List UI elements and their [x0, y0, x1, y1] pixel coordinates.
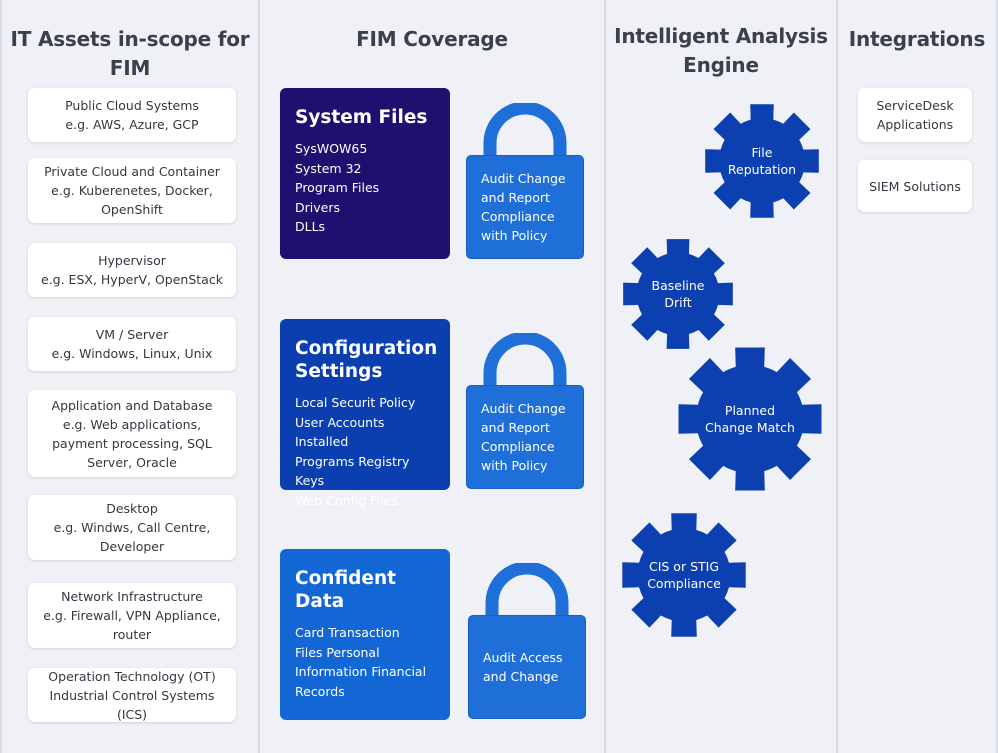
integrations-column: Integrations ServiceDesk Applications SI… — [838, 0, 998, 753]
coverage-card-title: Confident Data — [295, 568, 396, 612]
gear-file-reputation-icon: File Reputation — [704, 103, 820, 219]
asset-hypervisor: Hypervisor e.g. ESX, HyperV, OpenStack — [28, 243, 236, 297]
integration-siem: SIEM Solutions — [858, 160, 972, 212]
asset-public-cloud: Public Cloud Systems e.g. AWS, Azure, GC… — [28, 88, 236, 142]
gear-planned-change-match-icon: Planned Change Match — [677, 346, 823, 492]
assets-column: IT Assets in-scope for FIM Public Cloud … — [0, 0, 260, 753]
lock-shackle-icon — [483, 333, 567, 391]
gear-shape — [622, 513, 746, 637]
coverage-card-title: System Files — [295, 107, 428, 128]
lock-system-files: Audit Change and Report Compliance with … — [466, 103, 586, 259]
gear-shape — [678, 347, 822, 491]
lock-shackle-icon — [485, 563, 569, 621]
asset-application-database: Application and Database e.g. Web applic… — [28, 390, 236, 477]
asset-operation-technology: Operation Technology (OT) Industrial Con… — [28, 668, 236, 722]
asset-desktop: Desktop e.g. Windws, Call Centre, Develo… — [28, 495, 236, 560]
asset-network-infrastructure: Network Infrastructure e.g. Firewall, VP… — [28, 583, 236, 648]
coverage-card-title: Configuration Settings — [295, 338, 438, 382]
coverage-card-system-files: System Files SysWOW65 System 32 Program … — [280, 88, 450, 259]
gear-baseline-drift-icon: Baseline Drift — [622, 238, 734, 350]
coverage-column: FIM Coverage System Files SysWOW65 Syste… — [260, 0, 606, 753]
lock-confident-data: Audit Access and Change — [468, 563, 588, 719]
assets-column-title: IT Assets in-scope for FIM — [10, 27, 250, 80]
lock-body: Audit Access and Change — [468, 615, 586, 719]
gear-shape — [623, 239, 733, 349]
coverage-card-items: Card Transaction Files Personal Informat… — [295, 625, 427, 699]
engine-column: Intelligent Analysis Engine File Reputat… — [606, 0, 838, 753]
engine-column-title: Intelligent Analysis Engine — [614, 24, 828, 77]
asset-vm-server: VM / Server e.g. Windows, Linux, Unix — [28, 317, 236, 371]
coverage-card-items: SysWOW65 System 32 Program Files Drivers… — [295, 141, 380, 234]
lock-body: Audit Change and Report Compliance with … — [466, 385, 584, 489]
coverage-card-configuration-settings: Configuration Settings Local Securit Pol… — [280, 319, 450, 508]
lock-body: Audit Change and Report Compliance with … — [466, 155, 584, 259]
lock-shackle-icon — [483, 103, 567, 161]
coverage-card-confident-data: Confident Data Card Transaction Files Pe… — [280, 549, 450, 720]
lock-configuration-settings: Audit Change and Report Compliance with … — [466, 333, 586, 489]
coverage-card-items: Local Securit Policy User Accounts Insta… — [295, 395, 416, 508]
integration-servicedesk: ServiceDesk Applications — [858, 88, 972, 142]
integrations-column-title: Integrations — [848, 27, 986, 51]
gear-cis-stig-compliance-icon: CIS or STIG Compliance — [621, 512, 747, 638]
coverage-column-title: FIM Coverage — [356, 27, 508, 51]
gear-shape — [705, 104, 819, 218]
asset-private-cloud: Private Cloud and Container e.g. Kuberen… — [28, 158, 236, 223]
